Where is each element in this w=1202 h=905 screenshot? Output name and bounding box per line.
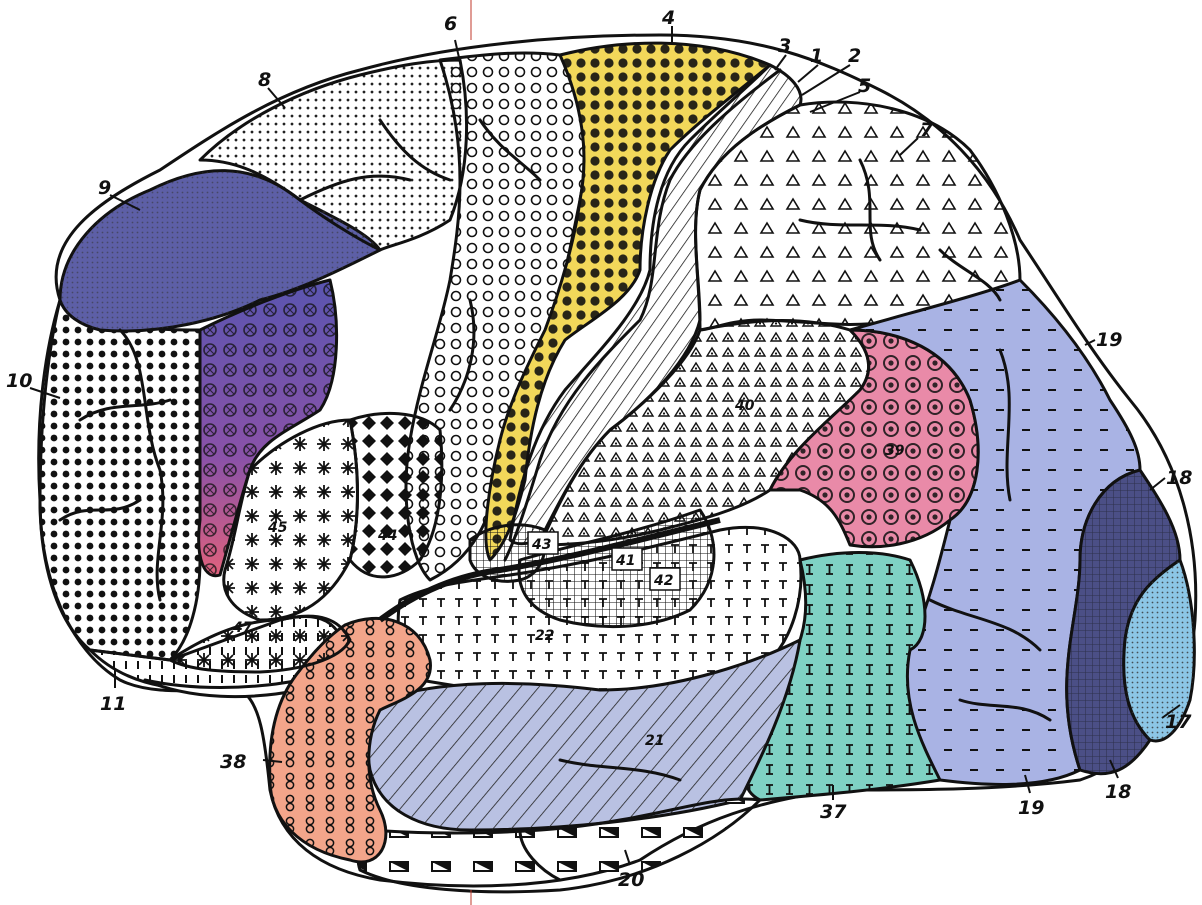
label-area-3: 3: [778, 35, 791, 57]
label-area-1: 1: [810, 45, 823, 67]
label-area-2: 2: [848, 45, 861, 67]
label-area-22: 22: [535, 628, 554, 644]
label-area-39: 39: [885, 443, 905, 459]
label-area-47: 47: [232, 620, 253, 636]
label-area-38: 38: [220, 751, 246, 773]
label-area-17: 17: [1165, 711, 1192, 733]
label-area-40: 40: [734, 398, 755, 414]
label-area-21: 21: [645, 733, 664, 749]
label-area-37: 37: [820, 801, 847, 823]
label-area-10: 10: [6, 370, 32, 392]
label-area-7: 7: [920, 119, 934, 141]
label-area-8: 8: [258, 69, 271, 91]
label-area-5: 5: [858, 75, 871, 97]
label-area-45: 45: [267, 520, 288, 536]
label-area-19-bottom: 19: [1018, 797, 1044, 819]
label-area-42: 42: [653, 573, 673, 589]
label-area-43: 43: [531, 537, 551, 553]
area-10: [40, 300, 200, 660]
label-area-6: 6: [444, 13, 457, 35]
label-area-4: 4: [661, 7, 675, 29]
label-area-9: 9: [98, 177, 111, 199]
label-area-20: 20: [618, 869, 644, 891]
label-area-18-bottom: 18: [1105, 781, 1131, 803]
label-area-11: 11: [100, 693, 126, 715]
label-area-41: 41: [615, 553, 635, 569]
label-area-19-top: 19: [1096, 329, 1122, 351]
label-area-18-top: 18: [1166, 467, 1192, 489]
label-area-44: 44: [377, 528, 397, 544]
